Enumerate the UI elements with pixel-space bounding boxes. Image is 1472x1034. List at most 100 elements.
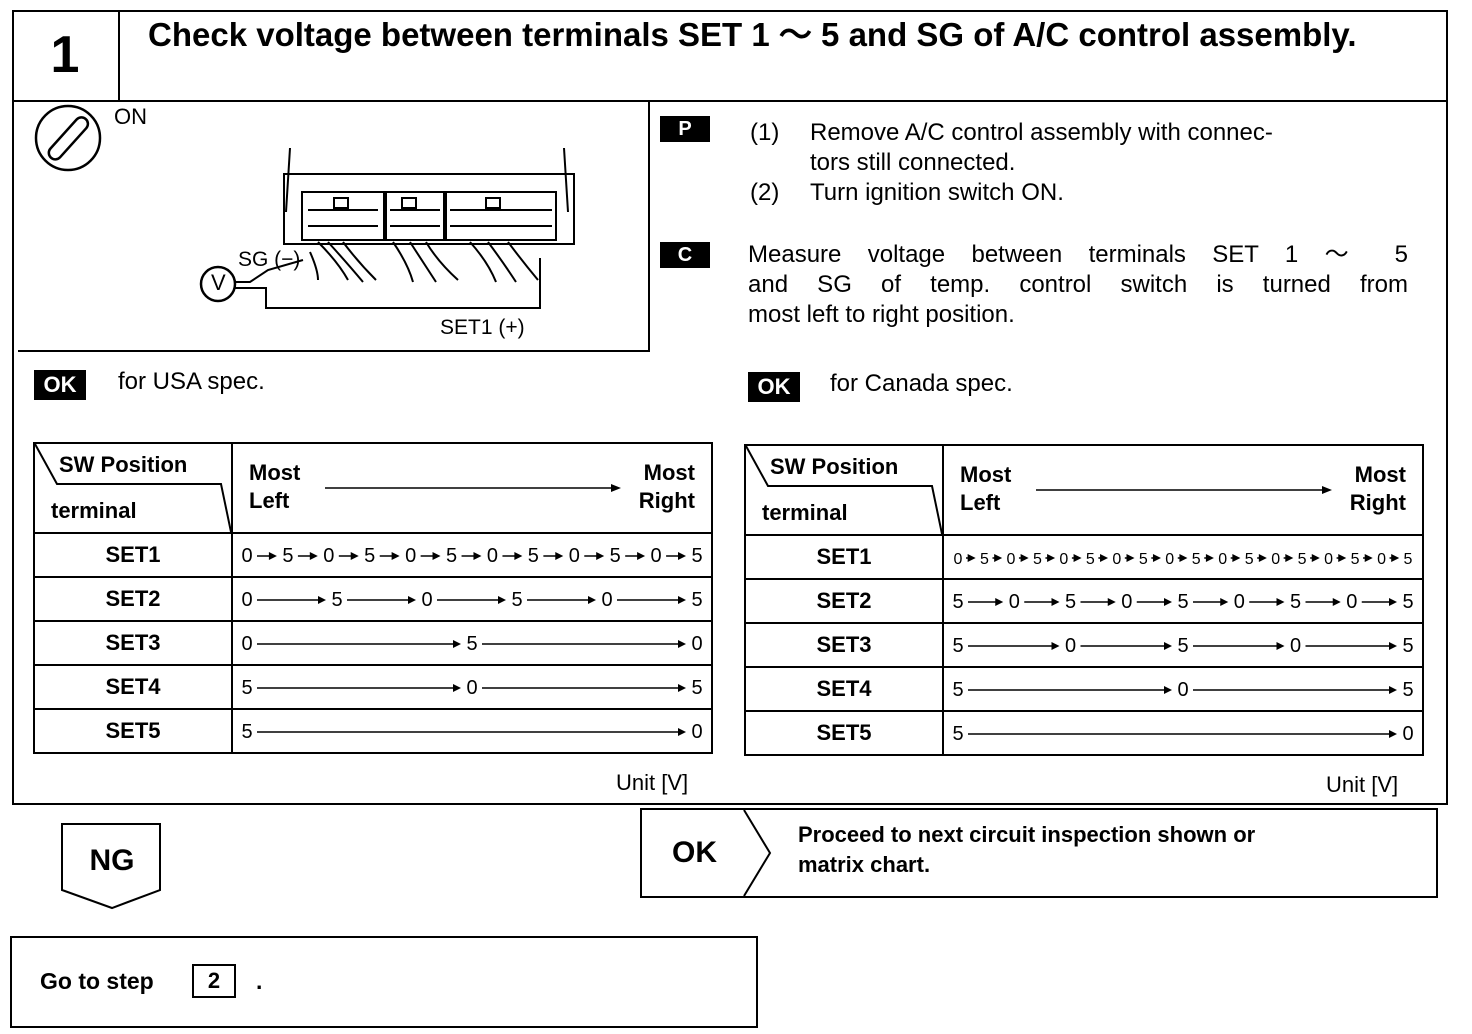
ok-usa-label: for USA spec.	[118, 368, 265, 395]
voltage-value: 5	[952, 635, 963, 657]
sequence-arrowhead	[1258, 554, 1267, 562]
voltage-value: 0	[1165, 551, 1174, 568]
sequence-arrowhead	[678, 684, 686, 692]
voltage-value: 5	[1177, 591, 1188, 613]
voltage-value: 5	[282, 545, 293, 567]
usa-spec-table: SW Position terminal Most Left Most Righ…	[33, 442, 713, 754]
voltage-value: 5	[610, 545, 621, 567]
terminal-label: terminal	[51, 498, 137, 523]
sequence-arrowhead	[1100, 554, 1109, 562]
voltage-value: 0	[323, 545, 334, 567]
goto-step-box: Go to step 2 .	[10, 936, 758, 1028]
voltage-value: 5	[1177, 635, 1188, 657]
sequence-arrowhead	[1364, 554, 1373, 562]
sequence-arrowhead	[514, 552, 523, 560]
terminal-label: terminal	[762, 500, 848, 525]
goto-text: Go to step	[40, 968, 154, 994]
voltage-value: 5	[1245, 551, 1254, 568]
sequence-arrowhead	[1220, 598, 1229, 606]
c-tag: C	[660, 242, 710, 268]
sequence-arrowhead	[1051, 598, 1060, 606]
voltage-value: 0	[1234, 591, 1245, 613]
step-ref-link[interactable]: 2	[192, 964, 236, 998]
voltage-value: 0	[487, 545, 498, 567]
sequence-arrowhead	[473, 552, 482, 560]
most-right-label: Most	[1354, 462, 1406, 487]
p-step-1-text: Remove A/C control assembly with connec-	[810, 119, 1273, 146]
switch-on-label: ON	[114, 104, 147, 129]
voltage-value: 0	[1377, 551, 1386, 568]
sequence-arrowhead	[268, 552, 277, 560]
voltage-value: 5	[952, 591, 963, 613]
voltage-value: 5	[691, 589, 702, 611]
terminal-cell: SET1	[744, 534, 944, 580]
voltage-value: 5	[1086, 551, 1095, 568]
sequence-arrowhead	[1391, 554, 1400, 562]
sequence-arrowhead	[309, 552, 318, 560]
direction-header: Most Left Most Right	[942, 444, 1424, 536]
voltage-value: 0	[651, 545, 662, 567]
set1-lead-label: SET1 (+)	[440, 316, 525, 339]
sequence-arrowhead	[391, 552, 400, 560]
sequence-arrowhead	[408, 596, 416, 604]
voltage-value: 0	[691, 721, 702, 743]
sequence-arrowhead	[637, 552, 646, 560]
terminal-cell: SET5	[744, 710, 944, 756]
sequence-arrowhead	[453, 640, 461, 648]
sequence-arrowhead	[555, 552, 564, 560]
most-left-label: Most	[960, 462, 1012, 487]
ok-result-text-2: matrix chart.	[798, 852, 931, 877]
sequence-arrowhead	[1276, 642, 1285, 650]
voltage-value: 5	[1290, 591, 1301, 613]
canada-unit-label: Unit [V]	[1326, 772, 1399, 797]
sequence-arrowhead	[1051, 642, 1060, 650]
sequence-arrowhead	[350, 552, 359, 560]
voltage-value: 0	[241, 633, 252, 655]
voltage-value: 0	[241, 589, 252, 611]
p-step-1-cont: tors still connected.	[810, 149, 1016, 176]
voltage-value: 5	[364, 545, 375, 567]
voltage-value: 5	[1402, 679, 1413, 701]
c-line-1: Measure voltage between terminals SET 1 …	[748, 241, 1408, 268]
ok-canada-tag: OK	[748, 372, 800, 402]
voltage-value: 5	[1192, 551, 1201, 568]
sequence-arrowhead	[678, 640, 686, 648]
voltage-value: 5	[691, 545, 702, 567]
sequence-arrowhead	[1164, 686, 1172, 694]
voltage-value: 5	[1298, 551, 1307, 568]
voltage-value: 0	[569, 545, 580, 567]
voltage-value: 5	[1404, 551, 1413, 568]
c-line-2: and SG of temp. control switch is turned…	[748, 271, 1408, 298]
sw-position-label: SW Position	[59, 452, 188, 477]
sequence-arrowhead	[1107, 598, 1116, 606]
sequence-arrowhead	[1164, 642, 1172, 650]
ignition-key-icon	[34, 104, 102, 172]
sequence-arrowhead	[318, 596, 326, 604]
sw-position-label: SW Position	[770, 454, 899, 479]
sequence-arrowhead	[432, 552, 441, 560]
voltage-value: 0	[241, 545, 252, 567]
p-step-1-num: (1)	[750, 119, 780, 146]
terminal-cell: SET3	[744, 622, 944, 668]
sequence-arrowhead	[1389, 642, 1397, 650]
voltage-value: 0	[1112, 551, 1121, 568]
sequence-arrowhead	[1020, 554, 1029, 562]
terminal-cell: SET5	[33, 708, 233, 754]
voltmeter-icon	[199, 265, 237, 303]
goto-period: .	[256, 968, 263, 994]
voltage-value: 5	[528, 545, 539, 567]
